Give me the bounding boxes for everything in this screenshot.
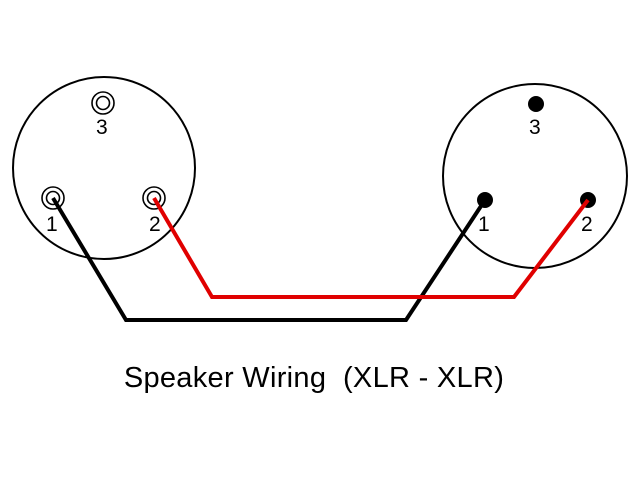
right-pin-3-label: 3 [529, 116, 541, 139]
left-pin-3-label: 3 [96, 116, 108, 139]
wire-pin2-red [152, 196, 590, 299]
left-pin-3-socket [91, 91, 115, 115]
right-xlr-connector: 3 1 2 [442, 83, 628, 269]
wire-pin1-black [51, 196, 487, 322]
right-pin-1-label: 1 [478, 213, 490, 236]
left-xlr-connector: 3 1 2 [12, 76, 196, 260]
left-connector-body [12, 76, 196, 260]
left-pin-2-label: 2 [149, 213, 161, 236]
left-pin-1-label: 1 [46, 213, 58, 236]
right-pin-3 [528, 96, 544, 112]
diagram-caption: Speaker Wiring (XLR - XLR) [123, 362, 505, 394]
right-pin-2-label: 2 [581, 213, 593, 236]
